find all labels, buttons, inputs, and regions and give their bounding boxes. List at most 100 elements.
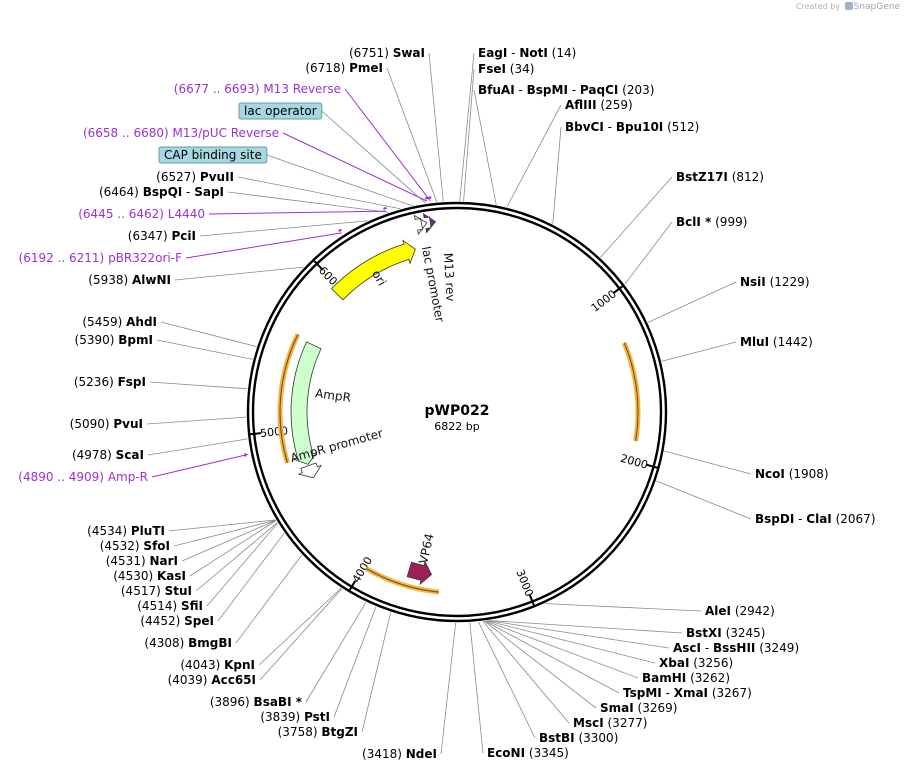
enzyme-name: NsiI: [740, 275, 766, 289]
site-connector: [428, 52, 444, 202]
restriction-site[interactable]: (6718) PmeI: [305, 61, 383, 75]
feature-callout[interactable]: lac operator: [238, 102, 323, 120]
enzyme-name: SapI: [194, 185, 224, 199]
site-label: TspMI - XmaI (3267): [623, 686, 752, 700]
primer-label[interactable]: (4890 .. 4909) Amp-R: [18, 470, 148, 484]
tick-mark: [528, 594, 536, 608]
site-label: MscI (3277): [573, 716, 647, 730]
restriction-site[interactable]: (4308) BmgBI: [144, 636, 232, 650]
site-position: (3277): [608, 716, 648, 730]
site-label: (3758) BtgZI: [278, 725, 358, 739]
tick-mark: [347, 580, 357, 593]
restriction-site[interactable]: (4530) KasI: [113, 569, 186, 583]
restriction-site[interactable]: (3758) BtgZI: [278, 725, 358, 739]
primer-label[interactable]: (6677 .. 6693) M13 Reverse: [174, 82, 341, 96]
restriction-site[interactable]: MluI (1442): [740, 335, 813, 349]
restriction-site[interactable]: NcoI (1908): [755, 467, 829, 481]
restriction-site[interactable]: (6751) SwaI: [349, 46, 425, 60]
restriction-site[interactable]: TspMI - XmaI (3267): [623, 686, 752, 700]
primer-connector: [151, 453, 249, 478]
site-connector: [478, 621, 536, 739]
restriction-site[interactable]: BspDI - ClaI (2067): [755, 512, 876, 526]
enzyme-name: PstI: [304, 710, 330, 724]
restriction-site[interactable]: BbvCI - Bpu10I (512): [565, 120, 699, 134]
site-connector: [488, 620, 670, 649]
restriction-site[interactable]: MscI (3277): [573, 716, 647, 730]
restriction-site[interactable]: XbaI (3256): [659, 656, 733, 670]
enzyme-name: BamHI: [642, 671, 686, 685]
restriction-site[interactable]: BclI * (999): [676, 215, 747, 229]
restriction-site[interactable]: (4452) SpeI: [140, 614, 214, 628]
restriction-site[interactable]: AleI (2942): [705, 604, 775, 618]
primer-label[interactable]: (6445 .. 6462) L4440: [78, 207, 205, 221]
restriction-site[interactable]: (4978) ScaI: [72, 448, 144, 462]
restriction-site[interactable]: (4514) SfiI: [137, 599, 203, 613]
restriction-site[interactable]: BfuAI - BspMI - PaqCI (203): [478, 83, 654, 97]
site-connector: [661, 341, 737, 362]
restriction-site[interactable]: (4534) PluTI: [87, 524, 165, 538]
site-position: (3245): [726, 626, 766, 640]
site-connector: [181, 519, 277, 562]
restriction-site[interactable]: (5236) FspI: [74, 375, 146, 389]
feature-callout[interactable]: CAP binding site: [158, 146, 268, 164]
feature-arrow-vp64[interactable]: [406, 560, 432, 586]
site-position: (4531): [106, 554, 146, 568]
restriction-site[interactable]: (3418) NdeI: [362, 747, 437, 761]
restriction-site[interactable]: (3896) BsaBI *: [210, 695, 303, 709]
restriction-site[interactable]: BamHI (3262): [642, 671, 730, 685]
enzyme-name: BtgZI: [321, 725, 358, 739]
snapgene-logo-icon: [844, 2, 853, 10]
site-connector: [473, 89, 497, 205]
feature-arrow-m13-rev[interactable]: [422, 212, 437, 234]
restriction-site[interactable]: AscI - BssHII (3249): [673, 641, 799, 655]
restriction-site[interactable]: FseI (34): [478, 62, 534, 76]
site-position: (3345): [529, 746, 569, 760]
restriction-site[interactable]: BstXI (3245): [686, 626, 765, 640]
site-connector: [199, 220, 368, 237]
restriction-site[interactable]: (5459) AhdI: [82, 315, 157, 329]
site-label: (4043) KpnI: [180, 658, 255, 672]
site-label: (5390) BpmI: [75, 333, 153, 347]
restriction-site[interactable]: EcoNI (3345): [487, 746, 569, 760]
restriction-site[interactable]: (4039) Acc65I: [168, 673, 256, 687]
site-position: (3256): [693, 656, 733, 670]
enzyme-name: PluTI: [131, 524, 165, 538]
restriction-site[interactable]: (6347) PciI: [128, 229, 196, 243]
restriction-site[interactable]: EagI - NotI (14): [478, 46, 576, 60]
restriction-site[interactable]: SmaI (3269): [600, 701, 677, 715]
site-position: (2067): [836, 512, 876, 526]
site-label: (4517) StuI: [121, 584, 192, 598]
site-position: (5938): [88, 273, 128, 287]
restriction-site[interactable]: (5938) AlwNI: [88, 273, 171, 287]
site-label: NcoI (1908): [755, 467, 829, 481]
restriction-site[interactable]: (4532) SfoI: [100, 539, 170, 553]
restriction-site[interactable]: (5390) BpmI: [75, 333, 153, 347]
restriction-site[interactable]: (4531) NarI: [106, 554, 178, 568]
feature-callout-line: [266, 154, 413, 207]
primer-label[interactable]: (6192 .. 6211) pBR322ori-F: [19, 251, 183, 265]
enzyme-name: MscI: [573, 716, 604, 730]
restriction-site[interactable]: (5090) PvuI: [70, 417, 143, 431]
restriction-site[interactable]: (6464) BspQI - SapI: [99, 185, 224, 199]
restriction-site[interactable]: AflIII (259): [565, 98, 633, 112]
enzyme-name: SpeI: [184, 614, 214, 628]
site-position: (4534): [87, 524, 127, 538]
feature-arrow-ori[interactable]: [330, 239, 416, 301]
restriction-site[interactable]: BstZ17I (812): [676, 170, 764, 184]
restriction-site[interactable]: NsiI (1229): [740, 275, 810, 289]
restriction-site[interactable]: (6527) PvuII: [156, 170, 234, 184]
enzyme-name: BspMI: [527, 83, 568, 97]
feature-label: VP64: [416, 532, 436, 565]
restriction-site[interactable]: (3839) PstI: [260, 710, 330, 724]
site-connector: [361, 612, 392, 733]
restriction-site[interactable]: BstBI (3300): [539, 731, 618, 745]
feature-arrow-ampr-promoter[interactable]: [297, 462, 323, 479]
primer-label[interactable]: (6658 .. 6680) M13/pUC Reverse: [83, 126, 279, 140]
site-connector: [237, 176, 401, 210]
restriction-site[interactable]: (4517) StuI: [121, 584, 192, 598]
enzyme-name: ClaI: [806, 512, 831, 526]
feature-arrow-ampr[interactable]: [290, 341, 322, 465]
restriction-site[interactable]: (4043) KpnI: [180, 658, 255, 672]
site-connector: [486, 620, 656, 664]
feature-arrow-lac-promoter[interactable]: [413, 214, 428, 236]
